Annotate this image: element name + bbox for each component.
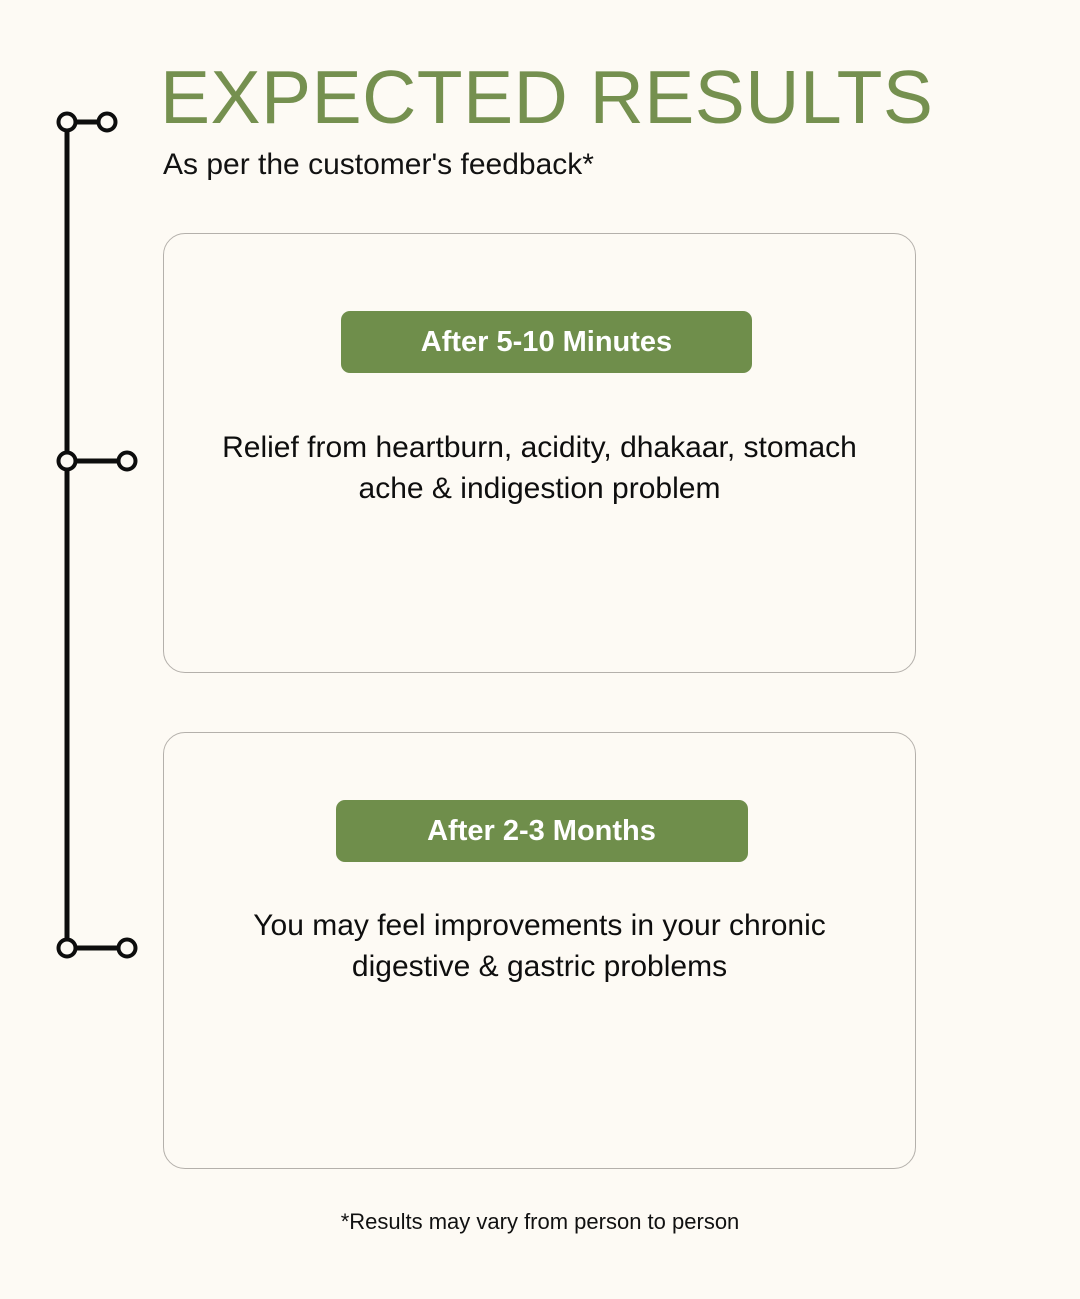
result-card-long-term: After 2-3 Months You may feel improvemen…: [163, 732, 916, 1169]
page-title: EXPECTED RESULTS: [160, 55, 934, 139]
timeline-node-icon-3b: [116, 937, 138, 959]
header: EXPECTED RESULTS As per the customer's f…: [160, 56, 980, 184]
timeframe-badge-long-term: After 2-3 Months: [335, 800, 748, 862]
timeline-node-icon-2a: [56, 450, 78, 472]
page-subtitle: As per the customer's feedback*: [163, 148, 594, 181]
timeframe-badge-short-term: After 5-10 Minutes: [341, 311, 752, 373]
timeline-node-icon-2b: [116, 450, 138, 472]
disclaimer-footnote: *Results may vary from person to person: [340, 1209, 740, 1234]
timeline-node-icon-1b: [96, 111, 118, 133]
timeline-node-icon-1a: [56, 111, 78, 133]
result-card-short-term: After 5-10 Minutes Relief from heartburn…: [163, 233, 916, 673]
result-description-long-term: You may feel improvements in your chroni…: [253, 909, 826, 983]
timeline-node-icon-3a: [56, 937, 78, 959]
timeline-rail: [56, 111, 138, 959]
result-description-short-term: Relief from heartburn, acidity, dhakaar,…: [222, 431, 857, 505]
